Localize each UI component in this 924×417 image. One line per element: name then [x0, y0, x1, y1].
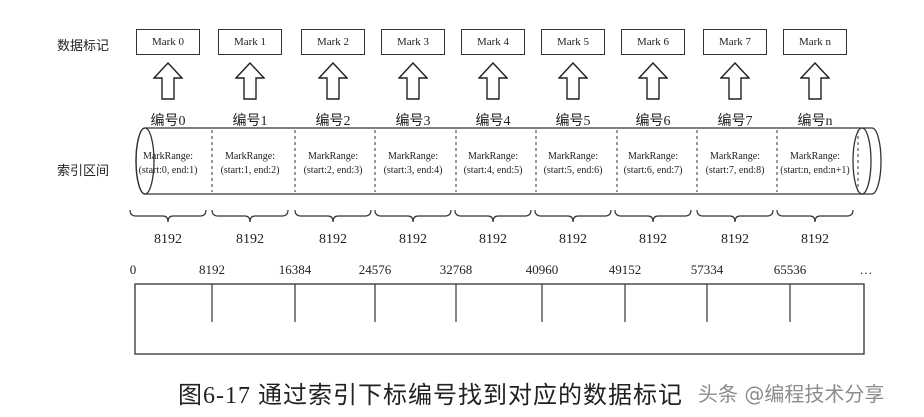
mark-range: MarkRange: (start:4, end:5)	[451, 150, 535, 178]
index-number-label: 编号2	[315, 114, 351, 129]
index-number-label: 编号3	[395, 114, 431, 129]
mark-range-title: MarkRange:	[710, 151, 760, 162]
up-arrow-icon	[720, 62, 750, 100]
mark-box: Mark 6	[621, 29, 685, 55]
mark-range: MarkRange: (start:1, end:2)	[208, 150, 292, 178]
index-number-label: 编号7	[717, 114, 753, 129]
mark-range-bounds: (start:6, end:7)	[623, 165, 683, 176]
mark-range-bounds: (start:4, end:5)	[463, 165, 523, 176]
mark-box: Mark 1	[218, 29, 282, 55]
row-offset-label: 57334	[690, 262, 724, 277]
row-offset-label: 0	[129, 262, 137, 277]
brace-icon	[696, 209, 774, 223]
mark-range-title: MarkRange:	[468, 151, 518, 162]
brace-icon	[129, 209, 207, 223]
mark-range-bounds: (start:7, end:8)	[705, 165, 765, 176]
row-offset-label: 16384	[278, 262, 312, 277]
mark-range-bounds: (start:1, end:2)	[220, 165, 280, 176]
mark-range: MarkRange: (start:0, end:1)	[126, 150, 210, 178]
up-arrow-icon	[558, 62, 588, 100]
granule-size-label: 8192	[479, 232, 507, 247]
up-arrow-icon	[153, 62, 183, 100]
index-number-label: 编号6	[635, 114, 671, 129]
data-rows-block	[134, 283, 865, 355]
up-arrow-icon	[638, 62, 668, 100]
mark-range-title: MarkRange:	[548, 151, 598, 162]
row-offset-label: 65536	[773, 262, 807, 277]
mark-range-title: MarkRange:	[308, 151, 358, 162]
mark-box: Mark n	[783, 29, 847, 55]
mark-range: MarkRange: (start:n, end:n+1)	[773, 150, 857, 178]
figure-caption: 图6-17 通过索引下标编号找到对应的数据标记	[178, 383, 683, 409]
mark-range: MarkRange: (start:7, end:8)	[693, 150, 777, 178]
mark-range-title: MarkRange:	[628, 151, 678, 162]
row-offset-label: 8192	[199, 262, 225, 277]
mark-range-title: MarkRange:	[790, 151, 840, 162]
watermark: 头条 @编程技术分享	[698, 382, 885, 406]
mark-range-bounds: (start:2, end:3)	[303, 165, 363, 176]
mark-range-bounds: (start:n, end:n+1)	[780, 165, 850, 176]
up-arrow-icon	[318, 62, 348, 100]
granule-size-label: 8192	[154, 232, 182, 247]
brace-icon	[614, 209, 692, 223]
index-range-row-label: 索引区间	[57, 163, 110, 178]
mark-range: MarkRange: (start:3, end:4)	[371, 150, 455, 178]
mark-range: MarkRange: (start:5, end:6)	[531, 150, 615, 178]
granule-size-label: 8192	[801, 232, 829, 247]
row-dividers	[211, 284, 791, 322]
mark-range-title: MarkRange:	[388, 151, 438, 162]
mark-range-bounds: (start:3, end:4)	[383, 165, 443, 176]
up-arrow-icon	[398, 62, 428, 100]
data-marks-row-label: 数据标记	[57, 38, 110, 53]
row-offset-label: 32768	[439, 262, 473, 277]
up-arrow-icon	[235, 62, 265, 100]
index-number-label: 编号5	[555, 114, 591, 129]
row-offset-label: 49152	[608, 262, 642, 277]
mark-range: MarkRange: (start:2, end:3)	[291, 150, 375, 178]
index-number-label: 编号4	[475, 114, 511, 129]
granule-size-label: 8192	[236, 232, 264, 247]
brace-icon	[294, 209, 372, 223]
mark-range-bounds: (start:0, end:1)	[138, 165, 198, 176]
mark-box: Mark 0	[136, 29, 200, 55]
mark-range-title: MarkRange:	[225, 151, 275, 162]
mark-range: MarkRange: (start:6, end:7)	[611, 150, 695, 178]
row-offset-label: …	[859, 262, 873, 277]
granule-size-label: 8192	[639, 232, 667, 247]
mark-range-title: MarkRange:	[143, 151, 193, 162]
row-offset-label: 40960	[525, 262, 559, 277]
row-offset-label: 24576	[358, 262, 392, 277]
index-number-label: 编号1	[232, 114, 268, 129]
brace-icon	[776, 209, 854, 223]
up-arrow-icon	[478, 62, 508, 100]
mark-box: Mark 7	[703, 29, 767, 55]
granule-size-label: 8192	[721, 232, 749, 247]
granule-size-label: 8192	[399, 232, 427, 247]
granule-size-label: 8192	[559, 232, 587, 247]
mark-box: Mark 4	[461, 29, 525, 55]
mark-box: Mark 3	[381, 29, 445, 55]
index-number-label: 编号0	[150, 114, 186, 129]
brace-icon	[211, 209, 289, 223]
granule-braces	[129, 209, 854, 223]
index-number-label: 编号n	[797, 114, 833, 129]
brace-icon	[374, 209, 452, 223]
mark-range-bounds: (start:5, end:6)	[543, 165, 603, 176]
up-arrow-icon	[800, 62, 830, 100]
granule-size-label: 8192	[319, 232, 347, 247]
mark-box: Mark 2	[301, 29, 365, 55]
mark-box: Mark 5	[541, 29, 605, 55]
brace-icon	[454, 209, 532, 223]
brace-icon	[534, 209, 612, 223]
